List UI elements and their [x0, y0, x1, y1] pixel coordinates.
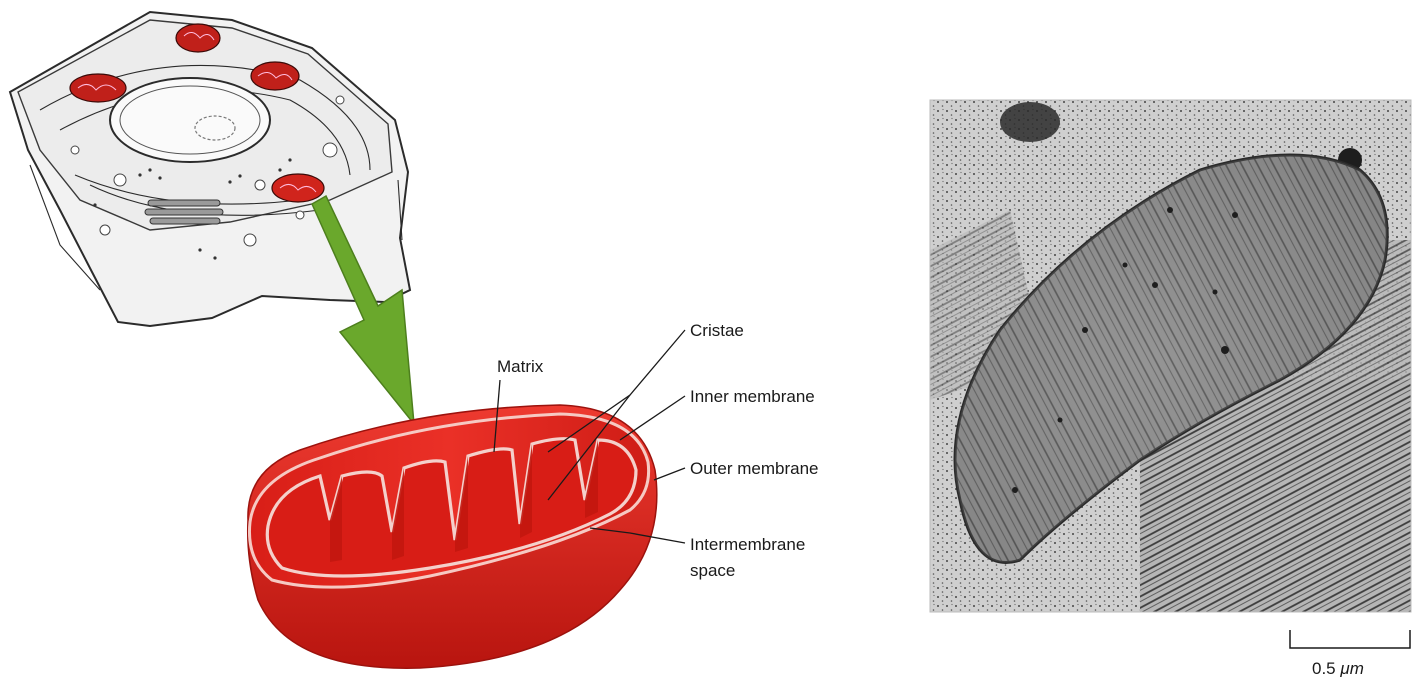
label-intermembrane-line1: Intermembrane — [690, 535, 805, 554]
electron-micrograph — [930, 100, 1411, 612]
nucleus — [110, 78, 270, 162]
inner-membrane-leader — [620, 396, 685, 440]
golgi-apparatus — [145, 200, 223, 224]
scale-bar-label: 0.5 μm — [1312, 659, 1364, 678]
label-cristae: Cristae — [690, 321, 744, 340]
dark-granule — [1000, 102, 1060, 142]
label-outer-membrane: Outer membrane — [690, 459, 819, 478]
outer-membrane-leader — [654, 468, 685, 480]
label-matrix: Matrix — [497, 357, 544, 376]
scale-bar: 0.5 μm — [1290, 630, 1410, 678]
label-intermembrane-line2: space — [690, 561, 735, 580]
mitochondrion-illustration — [248, 405, 657, 668]
label-inner-membrane: Inner membrane — [690, 387, 815, 406]
